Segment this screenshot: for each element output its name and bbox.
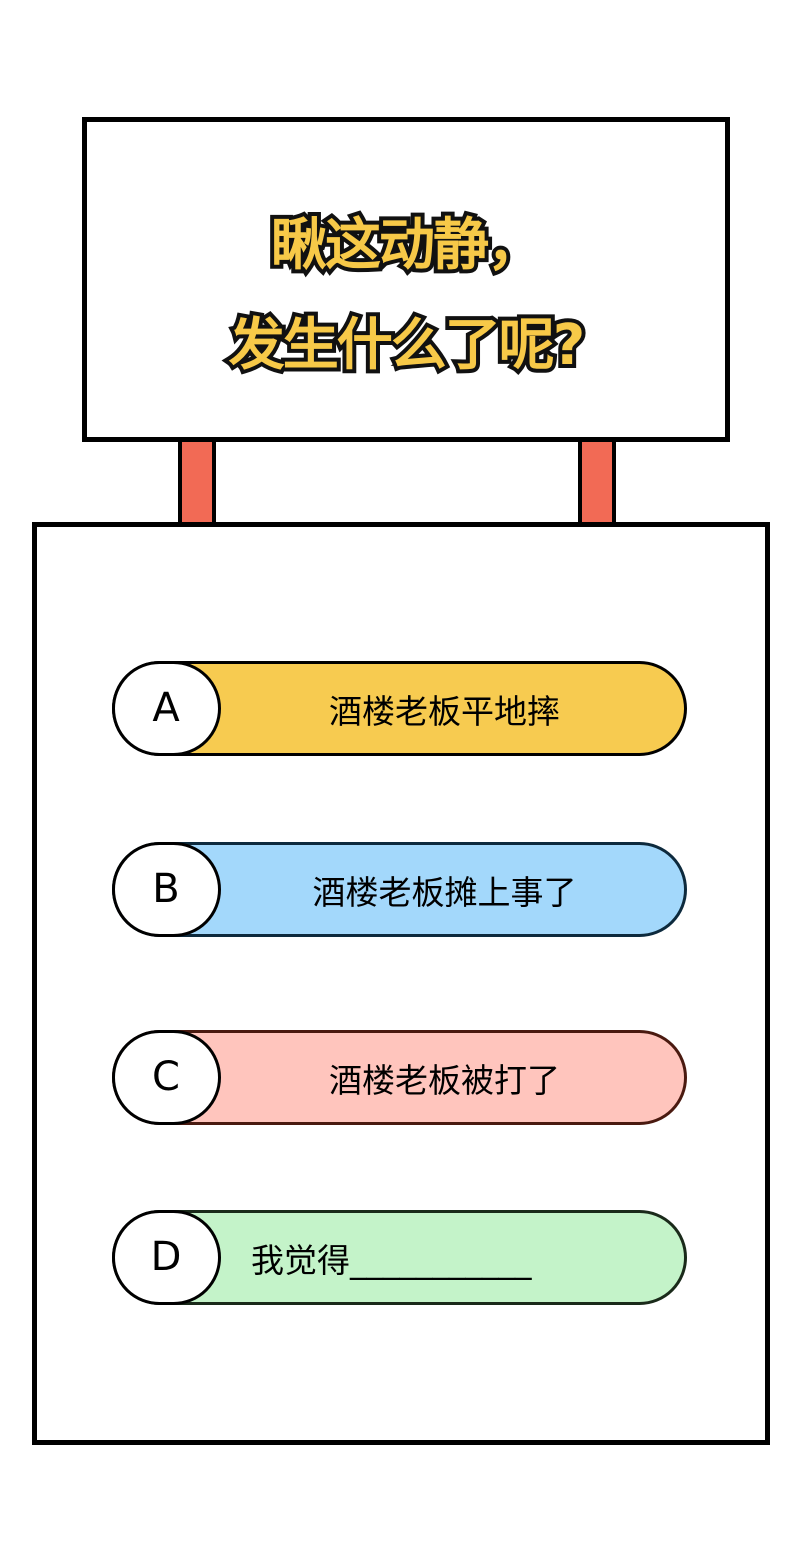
option-a[interactable]: A 酒楼老板平地摔 [111,660,687,756]
question-sign: 瞅这动静， 发生什么了呢? [82,117,730,442]
option-c-letter: C [111,1029,221,1125]
sign-post-right [578,442,616,522]
option-b[interactable]: B 酒楼老板摊上事了 [111,841,687,937]
option-d-text: 我觉得___________ [251,1240,532,1280]
option-c-text: 酒楼老板被打了 [329,1060,560,1100]
option-b-text: 酒楼老板摊上事了 [312,872,577,912]
option-b-letter: B [111,841,221,937]
option-d-letter: D [111,1209,221,1305]
question-title-line1: 瞅这动静， [267,209,547,282]
option-c[interactable]: C 酒楼老板被打了 [111,1029,687,1125]
question-title-line2: 发生什么了呢? [225,309,589,382]
sign-post-left [178,442,216,522]
option-a-text: 酒楼老板平地摔 [329,691,560,731]
option-a-letter: A [111,660,221,756]
option-d[interactable]: D 我觉得___________ [111,1209,687,1305]
